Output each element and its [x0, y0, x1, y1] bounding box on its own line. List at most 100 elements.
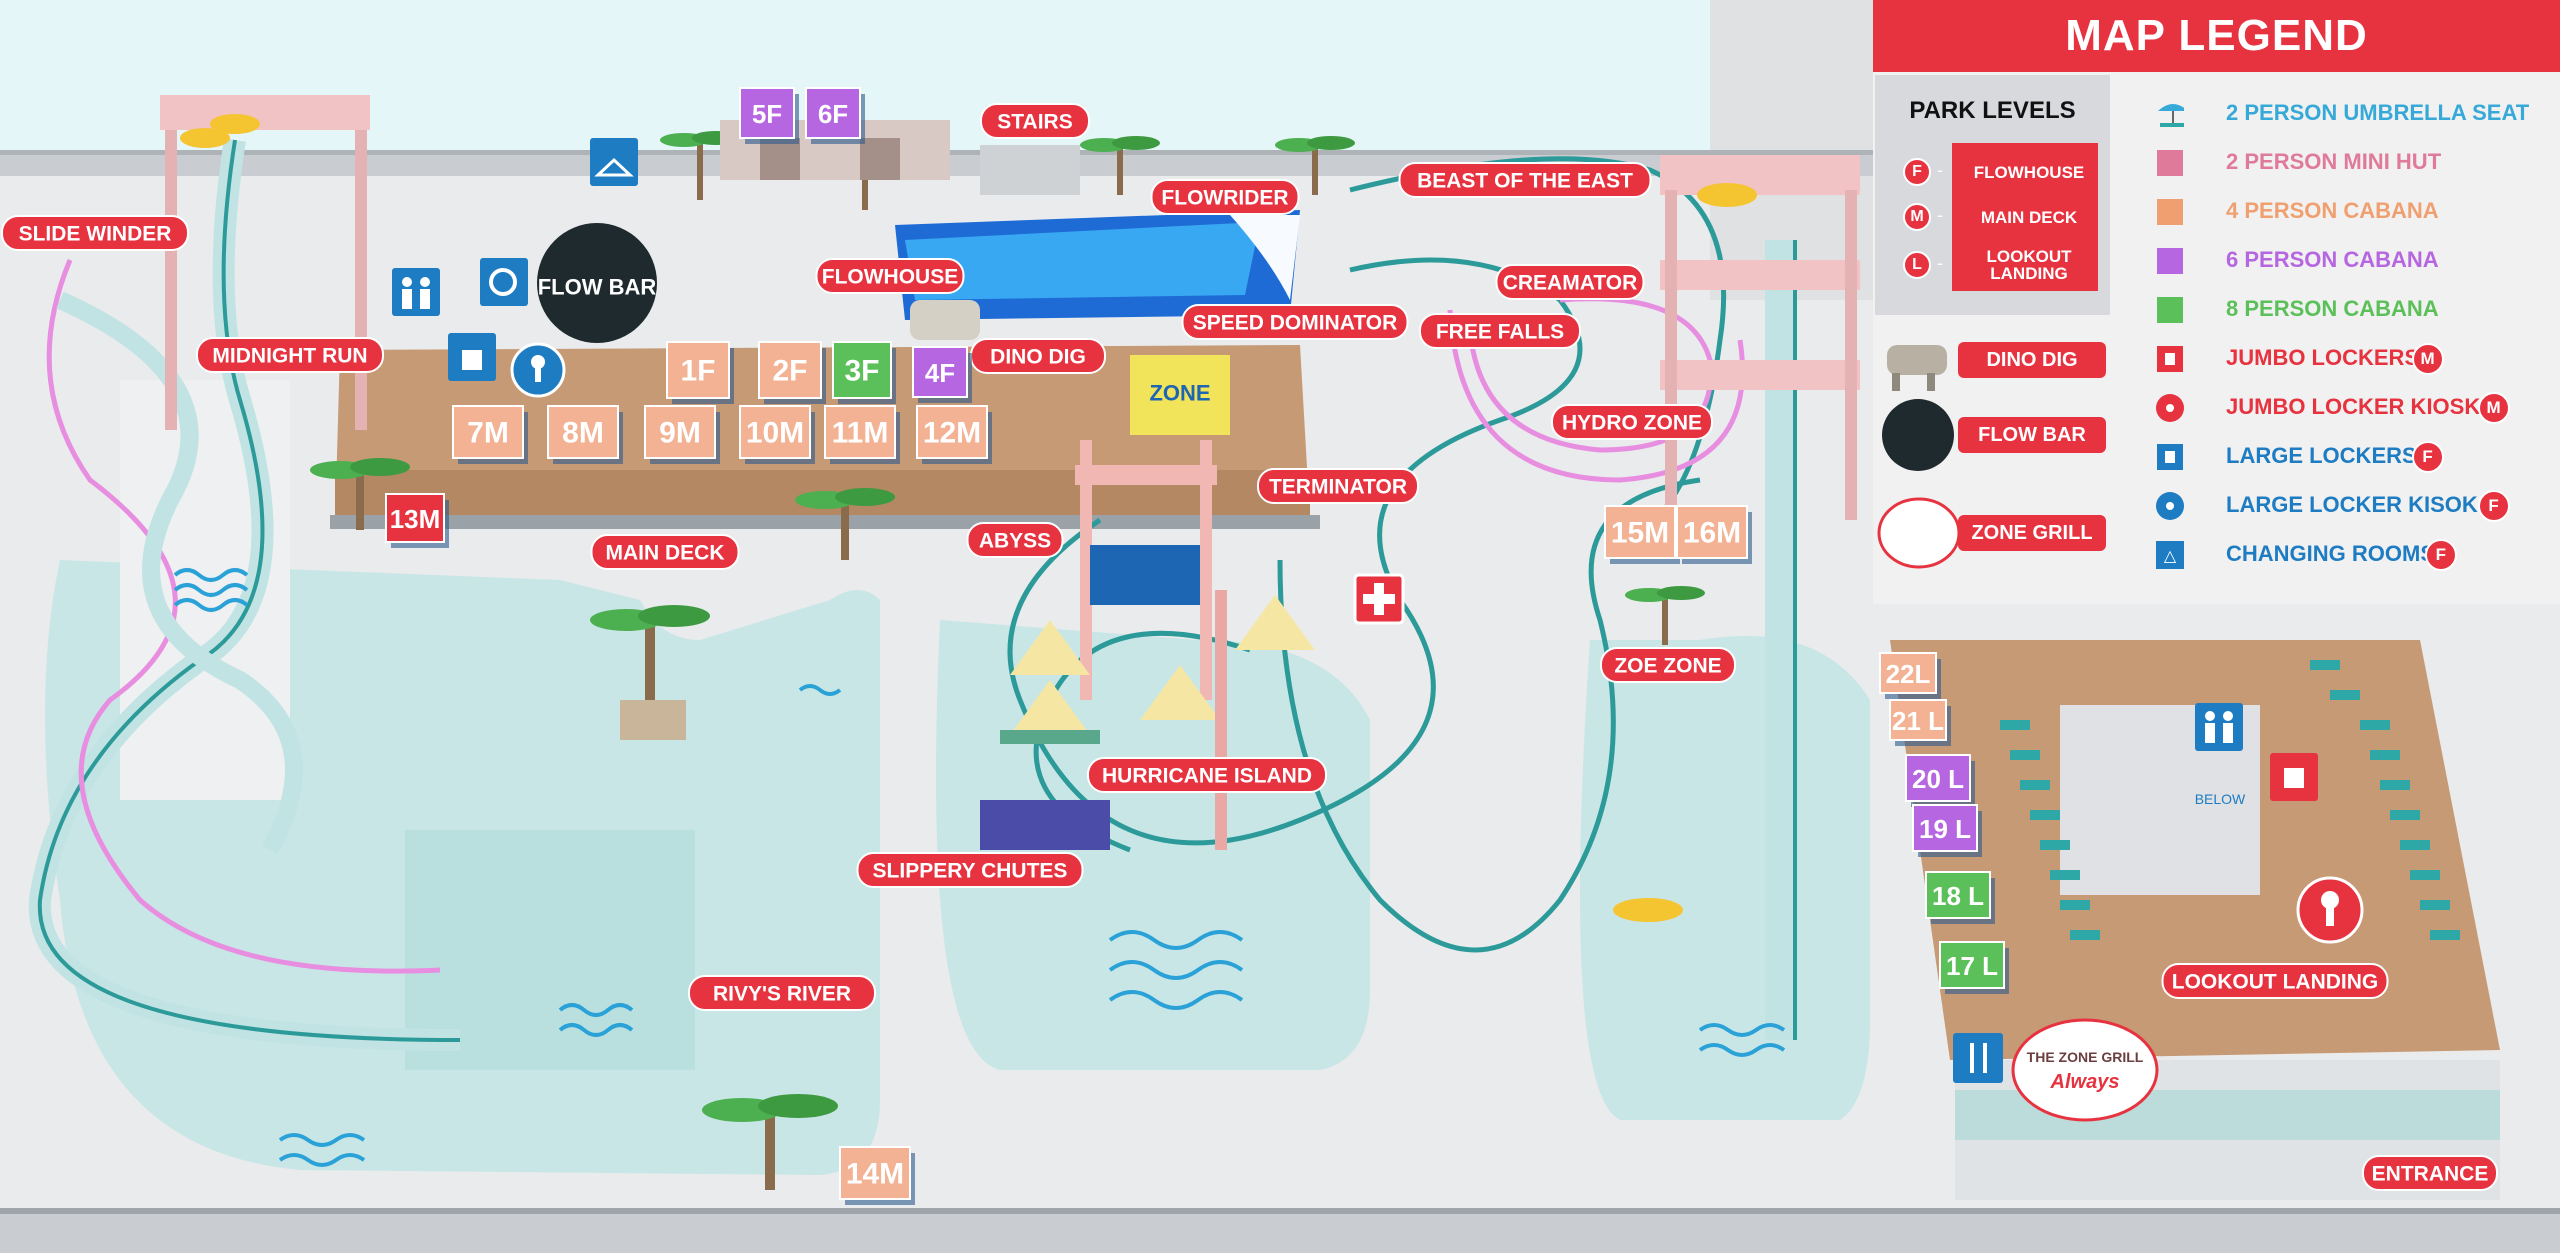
spot-marker-22l[interactable]: 22L — [1879, 652, 1941, 699]
spot-marker-5f[interactable]: 5F — [739, 87, 799, 144]
legend-item-8-person-cabana: 8 PERSON CABANA — [2150, 291, 2550, 327]
level-name: LOOKOUT LANDING — [1986, 247, 2072, 283]
spot-code: 1F — [680, 355, 715, 388]
label-text: HYDRO ZONE — [1562, 412, 1702, 435]
level-code: L — [1903, 251, 1931, 279]
spot-code: 21 L — [1892, 706, 1944, 736]
legend-item-2-person-mini-hut: 2 PERSON MINI HUT — [2150, 144, 2550, 180]
label-text: CREAMATOR — [1503, 272, 1638, 295]
label-text: STAIRS — [997, 111, 1072, 134]
level-row-flowhouse: F - FLOWHOUSE — [1875, 152, 2110, 192]
spot-marker-11m[interactable]: 11M — [824, 405, 900, 464]
park-levels-title: PARK LEVELS — [1909, 97, 2076, 124]
label-pill — [1600, 647, 1736, 683]
legend-feature-zone-grill: ZONE GRILL — [1877, 493, 2110, 573]
spot-marker-20l[interactable]: 20 L — [1905, 754, 1975, 807]
attraction-label-entrance: ENTRANCE — [2362, 1155, 2498, 1191]
legend-item-label: CHANGING ROOMS — [2226, 541, 2435, 566]
spot-marker-4f[interactable]: 4F — [912, 346, 972, 403]
label-pill — [856, 852, 1084, 888]
spot-marker-13m[interactable]: 13M — [385, 493, 449, 548]
level-badge: F — [2411, 441, 2444, 473]
dinosaur-skeleton-icon — [1887, 345, 1947, 391]
spot-box — [839, 1146, 911, 1200]
spot-code: 17 L — [1946, 951, 1998, 981]
spot-marker-10m[interactable]: 10M — [739, 405, 815, 464]
label-text: ZOE ZONE — [1614, 655, 1721, 678]
tubes — [180, 114, 1757, 922]
spot-marker-8m[interactable]: 8M — [547, 405, 623, 464]
spot-box — [1889, 699, 1947, 741]
spot-box — [644, 405, 716, 459]
spot-marker-19l[interactable]: 19 L — [1912, 804, 1982, 857]
legend-item-label: LARGE LOCKERS — [2226, 443, 2417, 468]
spot-marker-16m[interactable]: 16M — [1676, 505, 1752, 564]
feature-label: ZONE GRILL — [1958, 515, 2106, 551]
label-pill — [1181, 304, 1409, 340]
spot-box — [1676, 505, 1748, 559]
spot-marker-7m[interactable]: 7M — [452, 405, 528, 464]
spot-box — [1879, 652, 1937, 694]
flow-bar-logo: FLOW BAR — [537, 223, 657, 343]
zone-grill-logo-icon — [1877, 497, 1961, 569]
large-locker-kiosk-icon — [510, 342, 566, 398]
label-pill — [980, 103, 1090, 139]
legend-feature-dino-dig: DINO DIG — [1880, 320, 2110, 400]
mini-hut-swatch — [2156, 149, 2184, 177]
spot-marker-17l[interactable]: 17 L — [1939, 941, 2009, 994]
attraction-label-rivy-s-river: RIVY'S RIVER — [688, 975, 876, 1011]
level-code: F — [1903, 158, 1931, 186]
attraction-label-flowhouse: FLOWHOUSE — [815, 258, 965, 294]
spot-marker-15m[interactable]: 15M — [1604, 505, 1680, 564]
legend-item-label: LARGE LOCKER KISOK — [2226, 492, 2478, 517]
level-badge: F — [2424, 539, 2457, 571]
changing-rooms-icon — [590, 138, 638, 186]
spot-code: 16M — [1683, 517, 1741, 550]
label-text: SLIPPERY CHUTES — [873, 860, 1068, 883]
spot-marker-2f[interactable]: 2F — [758, 341, 826, 404]
label-pill — [590, 534, 740, 570]
spot-code: 8M — [562, 417, 604, 450]
spot-marker-6f[interactable]: 6F — [805, 87, 865, 144]
label-pill — [1, 215, 189, 251]
label-text: FLOWHOUSE — [822, 266, 959, 289]
legend-feature-flow-bar: FLOW BAR — [1880, 395, 2110, 475]
attraction-label-flowrider: FLOWRIDER — [1150, 179, 1300, 215]
spot-marker-1f[interactable]: 1F — [666, 341, 734, 404]
lounge-chairs — [2000, 660, 2460, 940]
legend-item-label: JUMBO LOCKERS — [2226, 345, 2420, 370]
spot-marker-12m[interactable]: 12M — [916, 405, 992, 464]
jumbo-locker-icon — [2156, 345, 2184, 373]
restroom-icon — [392, 268, 440, 316]
spot-marker-9m[interactable]: 9M — [644, 405, 720, 464]
spot-box — [824, 405, 896, 459]
large-locker-icon — [448, 333, 496, 381]
zone-grill-logo: THE ZONE GRILL Always — [2011, 1018, 2159, 1122]
spot-box — [832, 341, 892, 399]
jumbo-locker-kiosk-lookout-icon — [2296, 876, 2364, 944]
spot-marker-14m[interactable]: 14M — [839, 1146, 915, 1205]
spot-code: 14M — [846, 1158, 904, 1191]
spot-marker-21l[interactable]: 21 L — [1889, 699, 1951, 746]
attraction-label-stairs: STAIRS — [980, 103, 1090, 139]
level-row-lookout-landing: L - LOOKOUT LANDING — [1875, 245, 2110, 285]
zone-grill-logo-text: THE ZONE GRILL — [2027, 1049, 2144, 1065]
feature-label: DINO DIG — [1958, 342, 2106, 378]
label-pill — [196, 337, 384, 373]
legend-item-label: 2 PERSON UMBRELLA SEAT — [2226, 100, 2530, 125]
park-levels-box: PARK LEVELS F - FLOWHOUSE M - MAIN DECK … — [1875, 75, 2110, 315]
label-text: TERMINATOR — [1269, 476, 1407, 499]
slide-tower-right — [1660, 155, 1860, 520]
level-row-main-deck: M - MAIN DECK — [1875, 197, 2110, 237]
spot-marker-18l[interactable]: 18 L — [1925, 871, 1995, 924]
spot-code: 3F — [844, 355, 879, 388]
legend-item-label: JUMBO LOCKER KIOSK — [2226, 394, 2481, 419]
spot-box — [1939, 941, 2005, 989]
dino-skeleton — [910, 300, 980, 340]
label-pill — [1398, 162, 1652, 198]
spot-marker-3f[interactable]: 3F — [832, 341, 896, 404]
label-text: ABYSS — [979, 530, 1051, 553]
spot-code: 11M — [832, 417, 889, 450]
